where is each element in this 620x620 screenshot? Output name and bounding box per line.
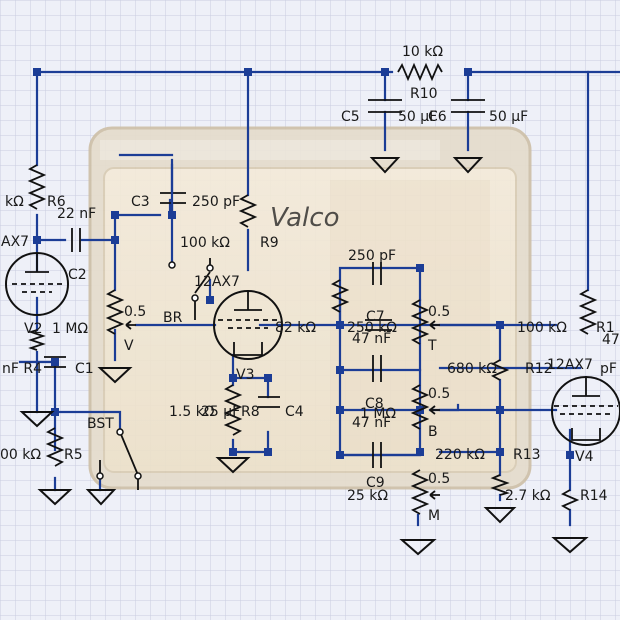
label-c8-nf: 47 nF: [352, 415, 391, 431]
capacitor-c5: [368, 99, 402, 113]
resistor-82k: [330, 279, 350, 313]
resistor-r8: [223, 384, 243, 436]
label-r100-right: 100 kΩ: [517, 320, 567, 336]
label-r4: nF R4: [2, 361, 42, 377]
resistor-r4: [28, 329, 46, 351]
label-r9-value: 100 kΩ: [180, 235, 230, 251]
label-r10-value: 10 kΩ: [402, 44, 443, 60]
resistor-r9: [238, 194, 258, 228]
pot-treble[interactable]: [410, 299, 440, 345]
tube-v2: [213, 290, 283, 360]
tube-v1: [5, 252, 69, 316]
label-pot-m-name: M: [428, 508, 440, 524]
label-c4-uf: 25 µF: [201, 404, 240, 420]
resistor-r14: [560, 489, 580, 511]
capacitor-c7: [365, 262, 392, 331]
label-v2-tube: 12AX7: [194, 274, 240, 290]
tube-v4: [551, 376, 620, 446]
label-r9-name: R9: [260, 235, 279, 251]
label-v2: V2: [24, 321, 42, 337]
label-pot-v-value: 0.5: [124, 304, 146, 320]
label-r250: 250 kΩ: [347, 320, 397, 336]
label-r220: 220 kΩ: [435, 447, 485, 463]
capacitor-c8: [372, 355, 382, 382]
label-pot-b-value: 0.5: [428, 386, 450, 402]
label-c3-value: 250 pF: [192, 194, 240, 210]
label-r680: 680 kΩ: [447, 361, 497, 377]
pot-middle[interactable]: [410, 469, 440, 515]
resistor-r6: [27, 164, 47, 210]
label-tube4: 12AX7: [547, 357, 593, 373]
label-c8-mohm: 1 MΩ: [360, 406, 396, 422]
amplifier-photo: [88, 126, 532, 490]
label-c8-name: C8: [365, 396, 384, 412]
label-c4-name: C4: [285, 404, 304, 420]
ground-symbols: [19, 157, 589, 556]
capacitor-c4: [258, 396, 280, 408]
label-tube1: AX7: [1, 234, 29, 250]
label-c7-nf: 47 nF: [352, 331, 391, 347]
component-labels: 10 kΩ R10 C5 50 µF C6 50 µF kΩ R6 C3 250…: [0, 44, 620, 524]
label-pot-t-name: T: [427, 338, 437, 354]
label-c1: C1: [75, 361, 94, 377]
capacitor-c6: [451, 99, 485, 113]
label-c2-name: C2: [68, 267, 87, 283]
label-c7-name: C7: [366, 309, 385, 325]
label-v4: V4: [575, 449, 594, 465]
label-c5-name: C5: [341, 109, 360, 125]
switch-bright[interactable]: [168, 258, 214, 320]
label-r5-name: R5: [64, 447, 83, 463]
label-pot-v-mohm: 1 MΩ: [52, 321, 88, 337]
label-pot-t-value: 0.5: [428, 304, 450, 320]
wires: [18, 70, 620, 527]
label-r5-value: 00 kΩ: [0, 447, 41, 463]
resistor-r10: [397, 62, 443, 82]
junctions: [33, 68, 574, 459]
label-r13: R13: [513, 447, 541, 463]
label-v3: V3: [236, 367, 254, 383]
label-r6-value: kΩ: [5, 194, 24, 210]
label-c9: C9: [366, 475, 385, 491]
pot-bass[interactable]: [410, 384, 440, 430]
resistor-r13: [490, 359, 510, 381]
pot-volume[interactable]: [105, 289, 136, 335]
label-c6-value: 50 µF: [489, 109, 528, 125]
label-r8: R8: [241, 404, 260, 420]
label-r-right: R1: [596, 320, 615, 336]
switch-boost[interactable]: [96, 428, 142, 490]
label-bst: BST: [87, 416, 114, 432]
label-r12: R12: [525, 361, 553, 377]
amplifier-logo: Valco: [270, 203, 339, 233]
label-pot-m-value: 0.5: [428, 471, 450, 487]
label-c6-name: C6: [428, 109, 447, 125]
label-c2-value: 22 nF: [57, 206, 96, 222]
resistor-r-right: [578, 289, 598, 335]
label-pot-v-name: V: [124, 338, 134, 354]
capacitor-c3: [160, 163, 186, 217]
label-r14: R14: [580, 488, 608, 504]
label-c4-value: 1.5 kΩ: [169, 404, 215, 420]
label-r82: 82 kΩ: [275, 320, 316, 336]
label-r6-name: R6: [47, 194, 66, 210]
label-r-right-extra: 47: [602, 332, 620, 348]
resistor-r5: [45, 427, 65, 467]
capacitor-c9: [372, 442, 382, 468]
label-pf-right: pF: [600, 361, 617, 377]
label-c7-value: 250 pF: [348, 248, 396, 264]
capacitor-c2: [71, 228, 81, 252]
capacitor-c1: [44, 356, 66, 368]
label-br: BR: [163, 310, 183, 326]
resistor-r12: [490, 474, 510, 496]
label-c5-value: 50 µF: [398, 109, 437, 125]
label-r10-name: R10: [410, 86, 438, 102]
label-r27: 2.7 kΩ: [505, 488, 551, 504]
label-r25: 25 kΩ: [347, 488, 388, 504]
label-pot-b-name: B: [428, 424, 438, 440]
label-c3-name: C3: [131, 194, 150, 210]
